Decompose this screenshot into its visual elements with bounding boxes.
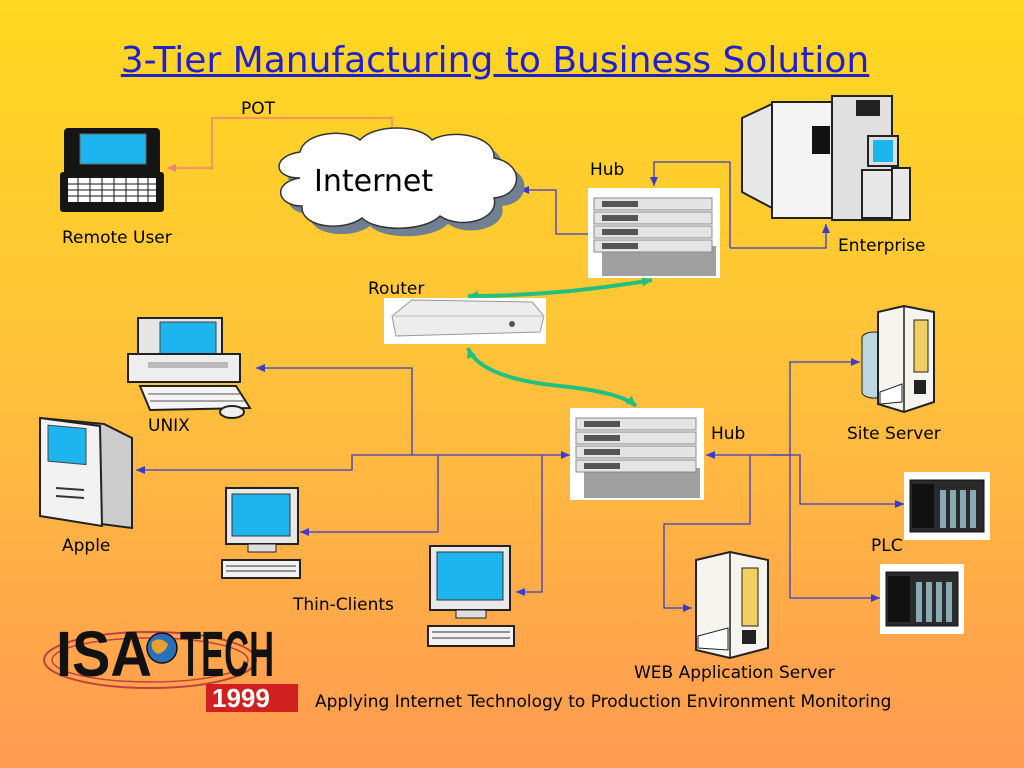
thin-client-1-icon: [221, 487, 301, 579]
svg-text:ISA: ISA: [56, 618, 152, 690]
footer-caption: Applying Internet Technology to Producti…: [315, 692, 892, 712]
internet-label: Internet: [314, 164, 434, 199]
site-server-icon: [861, 304, 935, 414]
hub-top-links: [520, 161, 830, 249]
enterprise-label: Enterprise: [838, 236, 926, 256]
laptop-icon: [60, 128, 164, 212]
page-title: 3-Tier Manufacturing to Business Solutio…: [120, 40, 870, 81]
mainframe-icon: [741, 95, 911, 221]
web-server-label: WEB Application Server: [634, 663, 835, 683]
plc-1-icon: [904, 472, 990, 540]
remote-user-label: Remote User: [62, 228, 172, 248]
router-links: [466, 276, 653, 408]
logo-year: 1999: [212, 683, 270, 713]
thin-clients-label: Thin-Clients: [293, 595, 394, 615]
thin-client-2-icon: [427, 545, 515, 647]
plc-label: PLC: [871, 536, 903, 556]
unix-label: UNIX: [148, 416, 190, 436]
hub-bottom-label: Hub: [711, 424, 746, 444]
plc-2-icon: [880, 564, 964, 634]
site-server-label: Site Server: [847, 424, 941, 444]
hub-top-icon: [588, 188, 720, 278]
web-server-icon: [695, 550, 769, 660]
router-label: Router: [368, 279, 425, 299]
isa-tech-logo: ISA TECH 1999: [43, 618, 298, 713]
svg-text:TECH: TECH: [180, 618, 274, 690]
pot-label: POT: [241, 99, 276, 119]
unix-workstation-icon: [127, 317, 252, 419]
lan-links: [136, 358, 904, 612]
apple-label: Apple: [62, 536, 111, 556]
hub-top-label: Hub: [590, 160, 625, 180]
internet-cloud: [278, 127, 525, 237]
hub-bottom-icon: [570, 408, 704, 500]
apple-computer-icon: [39, 416, 133, 530]
router-icon: [384, 298, 546, 344]
